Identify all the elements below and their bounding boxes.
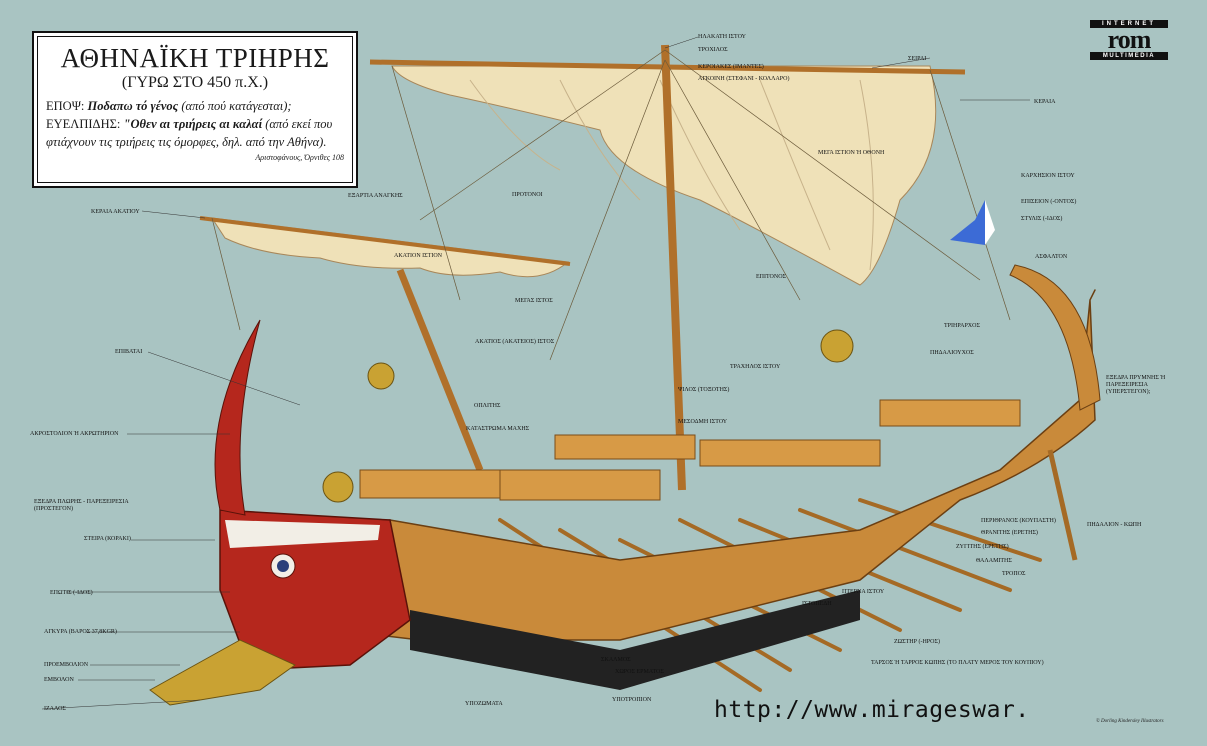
label-trochilos: ΤΡΟΧΙΛΟΣ [698, 47, 728, 53]
label-ypozomata: ΥΠΟΖΩΜΑΤΑ [465, 701, 503, 707]
label-protonoi: ΠΡΟΤΟΝΟΙ [512, 192, 543, 198]
speaker-2: ΕΥΕΛΠΙΔΗΣ: [46, 117, 121, 131]
label-keroiakes: ΚΕΡΟΙΑΚΕΣ (ΙΜΑΝΤΕΣ) [698, 64, 764, 70]
label-katastroma: ΚΑΤΑΣΤΡΩΜΑ ΜΑΧΗΣ [466, 426, 530, 432]
label-thranitis: ΘΡΑΝΙΤΗΣ (ΕΡΕΤΗΣ) [981, 530, 1038, 536]
quote-line-2: ΕΥΕΛΠΙΔΗΣ: "Οθεν αι τριήρεις αι καλαί (α… [46, 115, 344, 133]
bow [219, 509, 411, 671]
speaker-1: ΕΠΟΨ: [46, 99, 85, 113]
label-psilos: ΨΙΛΟΣ (ΤΟΞΟΤΗΣ) [678, 387, 730, 393]
label-akatios-istos: ΑΚΑΤΙΟΣ (ΑΚΑΤΕΙΟΣ) ΙΣΤΟΣ [475, 339, 555, 345]
translation-2: (από εκεί που [265, 117, 333, 131]
label-akation-istion: ΑΚΑΤΙΟΝ ΙΣΤΙΟΝ [394, 253, 442, 259]
label-tropos: ΤΡΟΠΟΣ [1002, 571, 1026, 577]
hull [229, 289, 1096, 641]
label-proemvolion: ΠΡΟΕΜΒΟΛΙΟΝ [44, 662, 89, 668]
label-asfalton: ΑΣΦΑΛΤΟΝ [1035, 254, 1068, 260]
label-mesodmi: ΜΕΣΟΔΜΗ ΙΣΤΟΥ [678, 419, 728, 425]
label-trierarchos: ΤΡΙΗΡΑΡΧΟΣ [944, 323, 980, 329]
label-exedra-ploris: ΕΞΕΔΡΑ ΠΛΩΡΗΣ - ΠΑΡΕΞΕΙΡΕΣΙΑ (ΠΡΟΣΤΕΓΟΝ) [34, 499, 129, 512]
label-epivatai: ΕΠΙΒΑΤΑΙ [115, 349, 143, 355]
label-perithranos: ΠΕΡΙΘΡΑΝΟΣ (ΚΟΥΠΑΣΤΗ) [981, 518, 1056, 524]
label-keraia: ΚΕΡΑΙΑ [1034, 99, 1056, 105]
label-agkoini: ΑΓΚΟΙΝΗ (ΣΤΕΦΑΝΙ - ΚΟΛΛΑΡΟ) [698, 76, 790, 82]
label-ilakati: ΗΛΑΚΑΤΗ ΙΣΤΟΥ [698, 34, 746, 40]
main-sail [391, 65, 937, 286]
boat-yard [199, 216, 571, 266]
quote-line-3: φτιάχνουν τις τριήρεις τις όμορφες, δηλ.… [46, 135, 327, 149]
label-pterna: ΠΤΕΡΝΑ ΙΣΤΟΥ [842, 589, 885, 595]
boat-mast [396, 268, 484, 472]
label-izalos: ΙΖΑΛΟΣ [44, 706, 66, 712]
label-exartia: ΕΞΑΡΤΙΑ ΑΝΑΓΚΗΣ [348, 193, 403, 199]
label-seirai: ΣΕΙΡΑΙ [908, 56, 927, 62]
label-megas-istos: ΜΕΓΑΣ ΙΣΤΟΣ [515, 298, 553, 304]
quote-1: Ποδαπω τό γένος [87, 99, 179, 113]
ram [149, 639, 296, 706]
logo-bottom: MULTIMEDIA [1090, 52, 1168, 60]
label-karchision: ΚΑΡΧΗΣΙΟΝ ΙΣΤΟΥ [1021, 173, 1075, 179]
stern [1009, 264, 1101, 411]
label-istopedi: ΙΣΤΟΠΕΔΗ [802, 601, 832, 607]
label-thalamitis: ΘΑΛΑΜΙΤΗΣ [976, 558, 1012, 564]
page-subtitle: (ΓΥΡΩ ΣΤΟ 450 π.Χ.) [121, 74, 269, 91]
label-epotis: ΕΠΩΤΙΣ (-ΙΔΟΣ) [50, 590, 93, 596]
label-skalmos: ΣΚΑΛΜΟΣ [601, 657, 631, 663]
label-choros-ermatos: ΧΩΡΟΣ ΕΡΜΑΤΟΣ [615, 669, 664, 675]
translation-1: (από πού κατάγεσται); [181, 99, 292, 113]
label-ypotropion: ΥΠΟΤΡΟΠΙΟΝ [612, 697, 652, 703]
label-keraia-akatiou: ΚΕΡΑΙΑ ΑΚΑΤΙΟΥ [91, 209, 140, 215]
quote-2: "Οθεν αι τριήρεις αι καλαί [123, 117, 263, 131]
page-title: ΑΘΗΝΑΪΚΗ ΤΡΙΗΡΗΣ [60, 43, 330, 73]
label-epitonos: ΕΠΙΤΟΝΟΣ [756, 274, 787, 280]
boat-sail [210, 217, 570, 278]
label-steira: ΣΤΕΙΡΑ (ΚΟΡΑΚΙ) [84, 536, 131, 542]
label-zostir: ΖΩΣΤΗΡ (-ΗΡΟΣ) [894, 639, 940, 645]
steering-oar [1047, 449, 1078, 561]
label-pidalion: ΠΗΔΑΛΙΟΝ - ΚΩΠΗ [1087, 522, 1142, 528]
internet-rom-logo: INTERNET rom MULTIMEDIA [1090, 20, 1168, 62]
main-mast [661, 44, 686, 491]
watermark-url: http://www.mirageswar. [714, 697, 1030, 723]
label-tarsos: ΤΑΡΣΟΣ Ή ΤΑΡΡΟΣ ΚΩΠΗΣ (ΤΟ ΠΛΑΤΥ ΜΕΡΟΣ ΤΟ… [871, 660, 1044, 666]
label-agkyra: ΑΓΚΥΡΑ (ΒΑΡΟΣ 37,8kgr) [44, 629, 117, 635]
title-box: ΑΘΗΝΑΪΚΗ ΤΡΙΗΡΗΣ (ΓΥΡΩ ΣΤΟ 450 π.Χ.) ΕΠΟ… [32, 31, 358, 188]
label-emvolon: ΕΜΒΟΛΟΝ [44, 677, 74, 683]
label-trachilos: ΤΡΑΧΗΛΟΣ ΙΣΤΟΥ [730, 364, 781, 370]
label-zygitis: ΖΥΓΙΤΗΣ (ΕΡΕΤΗΣ) [956, 544, 1009, 550]
label-exedra-prymnis: ΕΞΕΔΡΑ ΠΡΥΜΝΗΣ Ή ΠΑΡΕΞΕΙΡΕΣΙΑ (ΥΠΕΡΣΤΕΓΟ… [1106, 375, 1166, 395]
quote-line-1: ΕΠΟΨ: Ποδαπω τό γένος (από πού κατάγεστα… [46, 97, 344, 115]
logo-top: INTERNET [1090, 20, 1168, 28]
label-oplitis: ΟΠΛΙΤΗΣ [474, 403, 501, 409]
logo-mid: rom [1107, 25, 1152, 54]
quote-source: Αριστοφάνους, Όρνιθες 108 [255, 153, 344, 162]
label-pidaliouchos: ΠΗΔΑΛΙΟΥΧΟΣ [930, 350, 974, 356]
label-mega-istion: ΜΕΓΑ ΙΣΤΙΟΝ Ή ΟΘΟΝΗ [818, 150, 885, 156]
label-episeion: ΕΠΙΣΕΙΟΝ (-ΟΝΤΟΣ) [1021, 199, 1077, 205]
label-stylis: ΣΤΥΛΙΣ (-ΙΔΟΣ) [1021, 216, 1063, 222]
copyright: © Dorling Kindersley Illustrators [1096, 719, 1164, 724]
label-akrostolion: ΑΚΡΟΣΤΟΛΙΟΝ Ή ΑΚΡΩΤΗΡΙΟΝ [30, 431, 119, 437]
flag [950, 200, 985, 245]
